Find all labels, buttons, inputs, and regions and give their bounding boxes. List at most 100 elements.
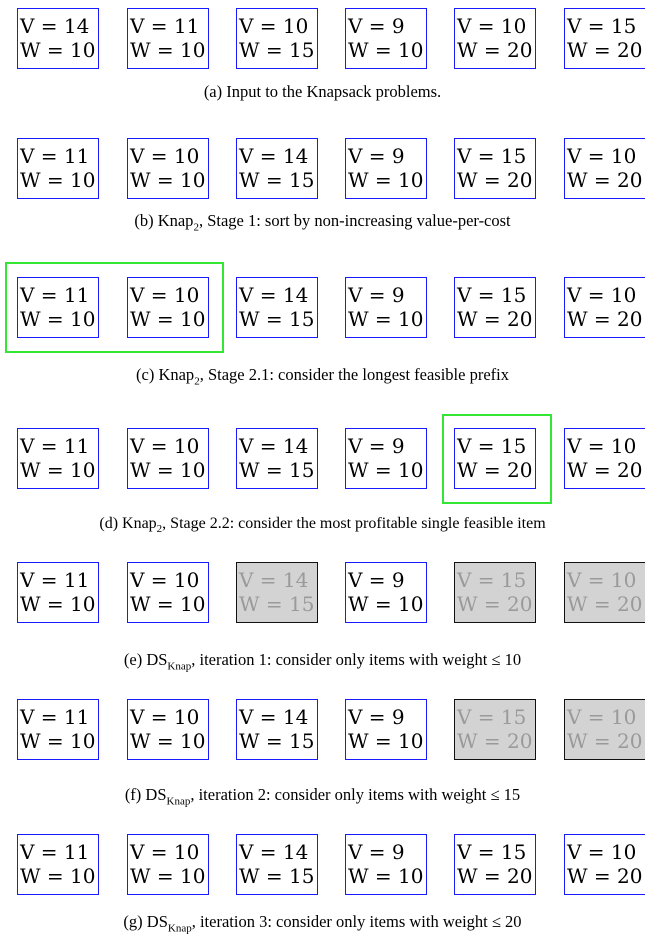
panel-caption: (g) DSKnap, iteration 3: consider only i…: [0, 912, 645, 934]
item-value: V = 11: [20, 705, 90, 729]
item-weight: W = 20: [567, 864, 643, 888]
item-weight: W = 10: [130, 307, 206, 331]
item-value: V = 10: [567, 840, 637, 864]
item-value: V = 15: [457, 283, 527, 307]
item-weight: W = 20: [457, 307, 533, 331]
item-weight: W = 10: [130, 38, 206, 62]
item-weight: W = 20: [567, 458, 643, 482]
item-value: V = 9: [348, 568, 405, 592]
item-weight: W = 20: [567, 307, 643, 331]
caption-suffix: , Stage 2.2: consider the most profitabl…: [162, 515, 546, 532]
item-value: V = 10: [239, 14, 309, 38]
item-value: V = 14: [239, 705, 309, 729]
item-weight: W = 10: [20, 458, 96, 482]
panel-caption: (d) Knap2, Stage 2.2: consider the most …: [0, 515, 645, 535]
item-weight: W = 15: [239, 307, 315, 331]
item-weight: W = 10: [348, 38, 424, 62]
item-value: V = 14: [239, 434, 309, 458]
item-weight: W = 20: [457, 38, 533, 62]
item-value: V = 11: [20, 568, 90, 592]
item-value: V = 11: [20, 283, 90, 307]
item-value: V = 10: [567, 434, 637, 458]
item-weight: W = 10: [348, 458, 424, 482]
item-weight: W = 10: [348, 168, 424, 192]
item-weight: W = 10: [130, 592, 206, 616]
panel-caption: (f) DSKnap, iteration 2: consider only i…: [0, 785, 645, 807]
item-weight: W = 10: [348, 592, 424, 616]
caption-suffix: , Stage 1: sort by non-increasing value-…: [198, 211, 511, 230]
panel-caption: (a) Input to the Knapsack problems.: [0, 82, 645, 102]
item-value: V = 14: [20, 14, 90, 38]
item-weight: W = 10: [348, 729, 424, 753]
item-weight: W = 10: [348, 307, 424, 331]
item-weight: W = 20: [457, 592, 533, 616]
item-value: V = 9: [348, 705, 405, 729]
item-weight: W = 15: [239, 458, 315, 482]
item-weight: W = 20: [567, 592, 643, 616]
item-value: V = 10: [130, 568, 200, 592]
item-value: V = 9: [348, 14, 405, 38]
caption-suffix: , iteration 1: consider only items with …: [191, 650, 522, 669]
item-value: V = 11: [20, 840, 90, 864]
item-weight: W = 10: [20, 592, 96, 616]
item-value: V = 15: [457, 144, 527, 168]
item-value: V = 14: [239, 144, 309, 168]
item-weight: W = 15: [239, 38, 315, 62]
feasible-prefix-highlight: [5, 262, 224, 353]
caption-subscript: Knap: [166, 795, 191, 808]
item-weight: W = 20: [567, 38, 643, 62]
item-weight: W = 10: [20, 307, 96, 331]
caption-prefix: (a) Input to the Knapsack problems.: [203, 82, 442, 101]
caption-prefix: (b) Knap: [134, 211, 194, 230]
item-weight: W = 15: [239, 592, 315, 616]
caption-prefix: (f) DS: [124, 785, 167, 804]
item-weight: W = 15: [239, 168, 315, 192]
item-value: V = 10: [457, 14, 527, 38]
item-value: V = 15: [457, 705, 527, 729]
item-value: V = 10: [130, 434, 200, 458]
caption-prefix: (g) DS: [123, 912, 168, 931]
item-value: V = 10: [567, 283, 637, 307]
item-weight: W = 15: [239, 729, 315, 753]
caption-subscript: 2: [194, 375, 200, 388]
item-weight: W = 20: [567, 168, 643, 192]
item-value: V = 9: [348, 840, 405, 864]
caption-prefix: (e) DS: [123, 650, 168, 669]
item-value: V = 10: [567, 144, 637, 168]
item-weight: W = 10: [20, 38, 96, 62]
item-value: V = 15: [457, 434, 527, 458]
item-value: V = 14: [239, 840, 309, 864]
item-weight: W = 20: [457, 458, 533, 482]
item-value: V = 9: [348, 434, 405, 458]
item-weight: W = 20: [457, 864, 533, 888]
caption-suffix: , iteration 3: consider only items with …: [191, 912, 522, 931]
item-weight: W = 10: [348, 864, 424, 888]
item-weight: W = 15: [239, 864, 315, 888]
caption-prefix: (c) Knap: [136, 365, 195, 384]
